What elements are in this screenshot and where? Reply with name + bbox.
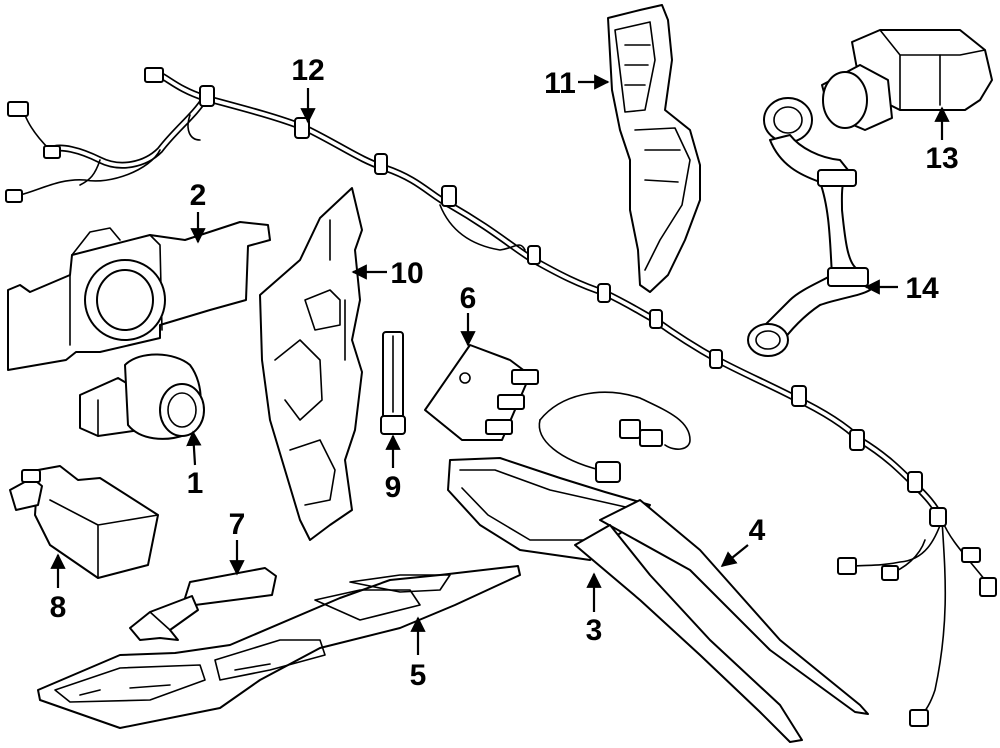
callout-3: 3 [586,614,603,647]
callout-11: 11 [544,67,576,100]
harness-clips [199,85,923,493]
callout-14: 14 [905,272,939,305]
callout-13: 13 [925,142,958,175]
callout-leaders [50,74,950,655]
callout-9: 9 [385,471,402,504]
part-7-handle [129,567,277,641]
part-11-lamp-housing [607,4,701,293]
callout-8: 8 [50,591,67,624]
callout-12: 12 [291,54,324,87]
part-6-switch [424,344,539,441]
part-14-grommet-hose [747,97,871,357]
callout-1: 1 [187,467,204,500]
callout-7: 7 [229,508,246,541]
part-4-blade [538,391,869,743]
callout-5: 5 [410,659,427,692]
callout-2: 2 [190,179,207,212]
part-5-trim-pad [37,565,521,729]
part-8-module [9,465,159,579]
part-1-parking-sensor [79,353,205,440]
part-2-sensor-bracket [7,221,271,371]
part-10-shield [259,187,363,541]
callout-4: 4 [749,514,766,547]
callout-6: 6 [460,282,477,315]
wiring-harness [5,67,997,727]
callout-10: 10 [390,257,423,290]
part-9-antenna [380,331,406,435]
part-13-connector [821,29,993,131]
